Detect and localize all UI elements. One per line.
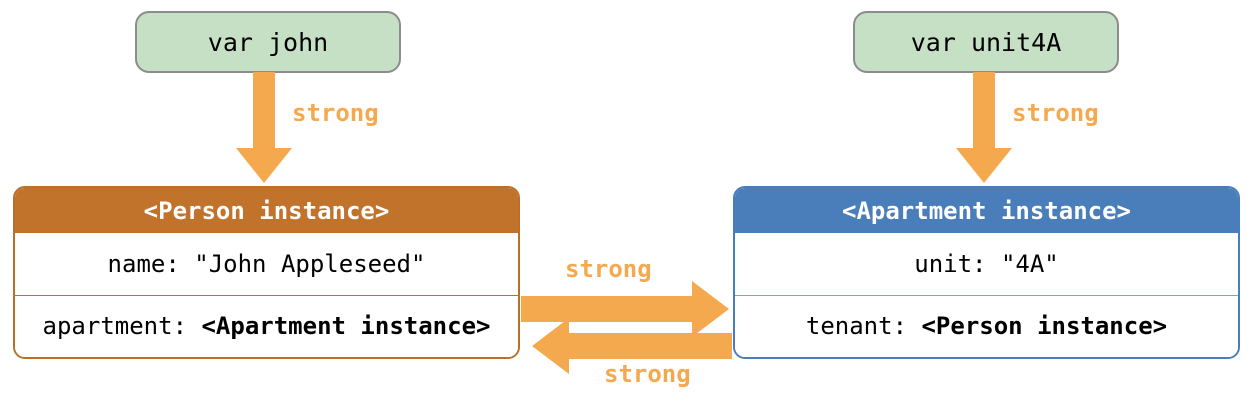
- apartment-property-tenant-key: tenant:: [805, 312, 922, 341]
- apartment-property-unit-value: "4A": [1000, 249, 1059, 278]
- apartment-instance-header: <Apartment instance>: [735, 188, 1238, 233]
- arrow-unit4a-to-apartment-icon: [956, 72, 1012, 183]
- apartment-instance-box: <Apartment instance> unit: "4A" tenant: …: [733, 186, 1240, 359]
- person-property-apartment: apartment: <Apartment instance>: [15, 294, 518, 357]
- var-box-john-label: var john: [207, 27, 329, 57]
- arrow-label-unit4a-to-apartment: strong: [1012, 99, 1099, 127]
- person-property-apartment-value: <Apartment instance>: [201, 312, 491, 341]
- person-instance-header: <Person instance>: [15, 188, 518, 233]
- arrow-label-john-to-person: strong: [292, 99, 379, 127]
- person-instance-box: <Person instance> name: "John Appleseed"…: [13, 186, 520, 359]
- person-property-name-value: "John Appleseed": [194, 249, 426, 278]
- apartment-property-unit: unit: "4A": [735, 233, 1238, 295]
- arrow-john-to-person-icon: [236, 72, 292, 183]
- var-box-unit4a-label: var unit4A: [910, 27, 1062, 57]
- person-property-name: name: "John Appleseed": [15, 233, 518, 295]
- apartment-instance-header-label: <Apartment instance>: [842, 196, 1131, 225]
- arrow-person-to-apartment-icon: [521, 281, 729, 337]
- arrow-label-apartment-to-person: strong: [604, 360, 691, 388]
- arrow-label-person-to-apartment: strong: [565, 255, 652, 283]
- var-box-unit4a: var unit4A: [853, 11, 1119, 73]
- person-property-apartment-key: apartment:: [42, 312, 202, 341]
- apartment-property-tenant-value: <Person instance>: [921, 312, 1168, 341]
- apartment-property-unit-key: unit:: [914, 249, 1001, 278]
- person-instance-header-label: <Person instance>: [143, 196, 390, 225]
- apartment-property-tenant: tenant: <Person instance>: [735, 294, 1238, 357]
- person-property-name-key: name:: [107, 249, 195, 278]
- var-box-john: var john: [135, 11, 401, 73]
